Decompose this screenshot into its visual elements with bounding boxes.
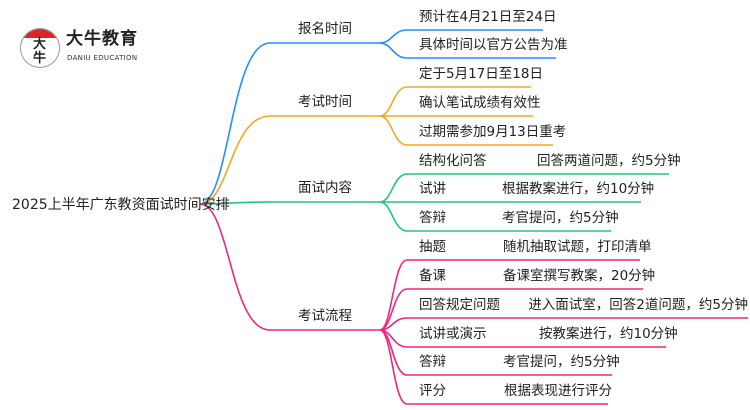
root-node[interactable]: 2025上半年广东教资面试时间安排	[12, 197, 230, 213]
leaf-description: 按教案进行，约10分钟	[539, 326, 678, 342]
logo-name: 大牛教育	[66, 29, 138, 49]
leaf-node[interactable]: 过期需参加9月13日重考	[419, 124, 567, 140]
leaf-description: 随机抽取试题，打印清单	[503, 239, 652, 255]
leaf-description: 回答两道问题，约5分钟	[537, 153, 681, 169]
logo: 大牛 大牛教育 DANIU EDUCATION	[20, 26, 160, 72]
leaf-node[interactable]: 定于5月17日至18日	[419, 66, 543, 82]
leaf-description: 根据表现进行评分	[504, 383, 612, 399]
leaf-node[interactable]: 具体时间以官方公告为准	[419, 37, 568, 53]
branch-connector	[199, 203, 380, 331]
leaf-connector	[379, 201, 611, 232]
leaf-description: 备课室撰写教案，20分钟	[503, 268, 656, 284]
branch-connector	[199, 115, 380, 205]
leaf-connector	[379, 115, 553, 146]
branch-node[interactable]: 报名时间	[298, 21, 352, 37]
leaf-connector	[379, 259, 640, 331]
leaf-connector	[379, 42, 556, 59]
branch-node[interactable]: 考试流程	[298, 308, 352, 324]
branch-node[interactable]: 考试时间	[298, 94, 352, 110]
leaf-node[interactable]: 试讲或演示	[419, 326, 487, 342]
leaf-description: 考官提问，约5分钟	[502, 210, 619, 226]
leaf-connector	[379, 329, 608, 405]
leaf-node[interactable]: 答辩	[419, 210, 446, 226]
leaf-node[interactable]: 预计在4月21日至24日	[419, 9, 557, 25]
leaf-connector	[379, 288, 643, 331]
leaf-connector	[379, 317, 748, 331]
leaf-connector	[379, 86, 531, 117]
leaf-description: 根据教案进行，约10分钟	[502, 181, 655, 197]
leaf-node[interactable]: 确认笔试成绩有效性	[419, 95, 541, 111]
leaf-node[interactable]: 备课	[419, 268, 446, 284]
leaf-description: 考官提问，约5分钟	[503, 354, 620, 370]
leaf-connector	[379, 173, 669, 203]
branch-node[interactable]: 面试内容	[298, 180, 352, 196]
leaf-connector	[379, 29, 543, 44]
leaf-node[interactable]: 答辩	[419, 354, 446, 370]
branch-connector	[199, 201, 380, 205]
leaf-node[interactable]: 回答规定问题	[419, 297, 500, 313]
logo-mark: 大牛	[20, 28, 60, 68]
leaf-description: 进入面试室，回答2道问题，约5分钟	[528, 297, 748, 313]
leaf-node[interactable]: 评分	[419, 383, 446, 399]
branch-connector	[199, 42, 380, 205]
leaf-node[interactable]: 试讲	[419, 181, 446, 197]
leaf-node[interactable]: 抽题	[419, 239, 446, 255]
logo-subtitle: DANIU EDUCATION	[67, 54, 138, 62]
leaf-node[interactable]: 结构化问答	[419, 153, 487, 169]
